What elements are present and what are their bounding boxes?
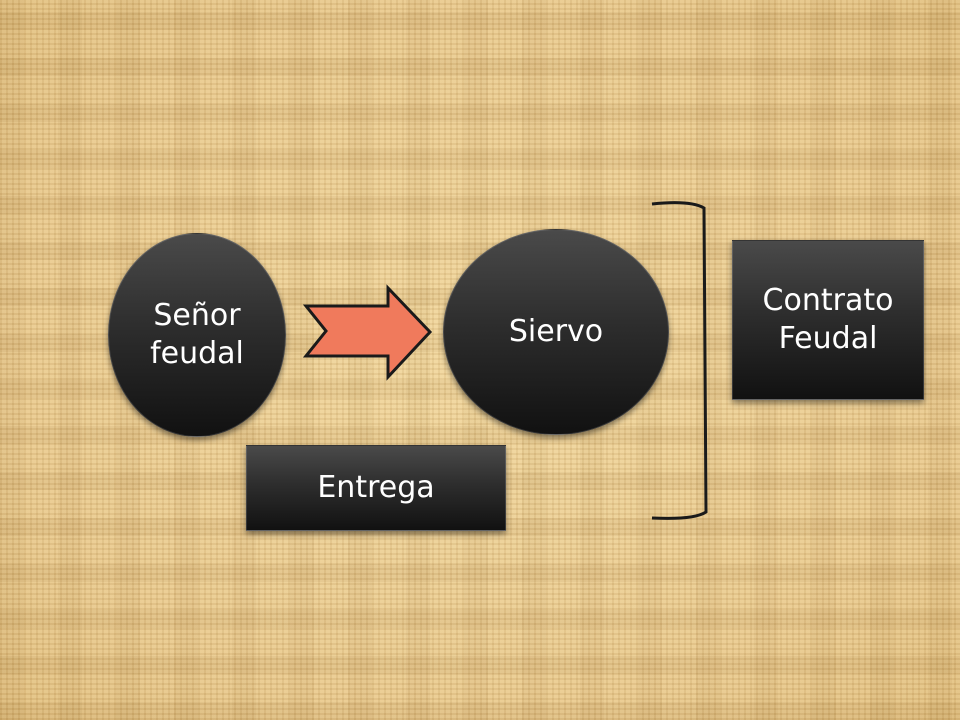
siervo-node: Siervo (443, 229, 669, 435)
siervo-label: Siervo (508, 314, 604, 349)
senor-feudal-label: Señor feudal (150, 298, 244, 371)
arrow-right-icon (302, 284, 433, 381)
contrato-feudal-box: Contrato Feudal (732, 240, 924, 400)
contrato-feudal-label: Contrato Feudal (762, 283, 894, 356)
senor-feudal-node: Señor feudal (108, 233, 286, 437)
entrega-box: Entrega (246, 445, 506, 531)
bracket-right-icon (651, 201, 708, 520)
entrega-label: Entrega (317, 470, 435, 505)
